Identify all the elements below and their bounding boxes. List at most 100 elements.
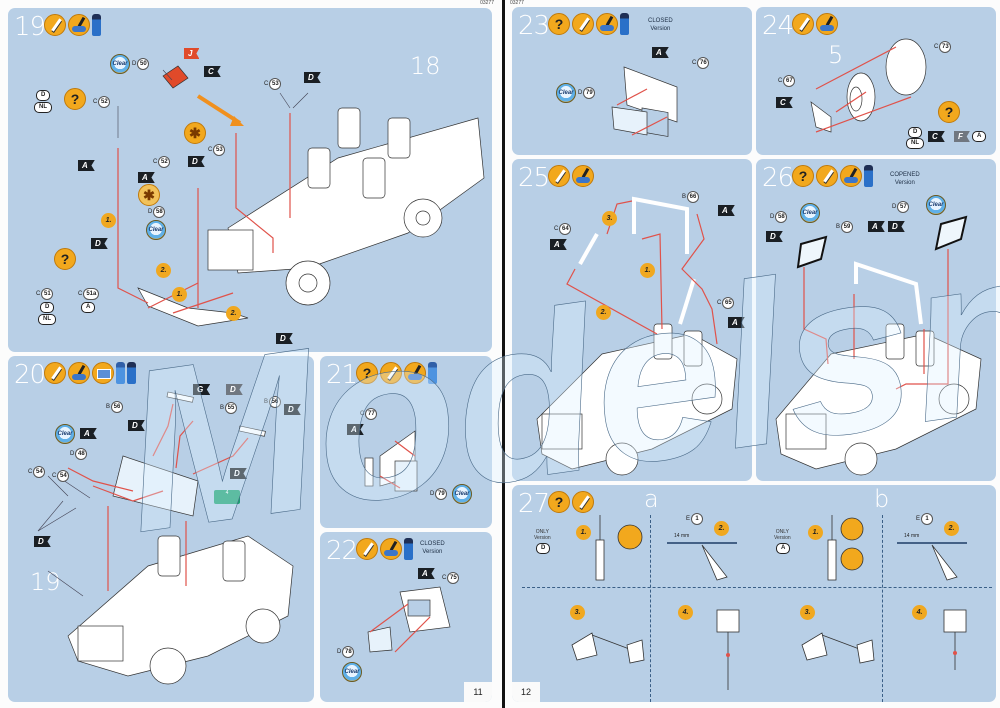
question-icon: ? bbox=[548, 491, 570, 513]
step-20-panel: 20 19 bbox=[8, 356, 314, 702]
step-number: 21 bbox=[326, 360, 358, 390]
glue-icon bbox=[596, 13, 618, 35]
wheel-illustration bbox=[810, 38, 927, 133]
sub-step-badge: 1. bbox=[101, 213, 116, 228]
seat bbox=[683, 330, 703, 367]
brush-icon bbox=[548, 165, 570, 187]
sub-step-badge: 2. bbox=[226, 306, 241, 321]
variant-badge: A bbox=[81, 302, 96, 313]
assembly-label: 18 bbox=[410, 52, 441, 80]
brush-icon bbox=[44, 14, 66, 36]
paint-icon bbox=[428, 362, 437, 384]
step-icons bbox=[792, 13, 838, 35]
length-label: 14 mm bbox=[674, 533, 690, 539]
step-icons bbox=[548, 165, 594, 187]
seat bbox=[337, 107, 361, 149]
step-icons: ? bbox=[548, 13, 629, 35]
sub-step-badge: 4. bbox=[912, 605, 927, 620]
wheel bbox=[149, 647, 187, 685]
clear-part-icon: Clear bbox=[452, 484, 472, 504]
detail-zoom-icon bbox=[840, 517, 864, 541]
variant-badge: A bbox=[972, 131, 987, 142]
glue-icon bbox=[68, 362, 90, 384]
decal-icon bbox=[92, 362, 114, 384]
version-label: CLOSED Version bbox=[648, 18, 673, 32]
glue-icon bbox=[816, 13, 838, 35]
brush-icon bbox=[356, 538, 378, 560]
clear-part-icon: Clear bbox=[146, 220, 166, 240]
page-number: 11 bbox=[464, 682, 492, 702]
frame-opening bbox=[407, 599, 431, 617]
grille bbox=[77, 625, 124, 662]
paint-icon bbox=[92, 14, 101, 36]
wheel-cover bbox=[885, 38, 927, 96]
sub-step-badge: 1. bbox=[640, 263, 655, 278]
brush-icon bbox=[380, 362, 402, 384]
sub-step-badge: 4. bbox=[678, 605, 693, 620]
assembly-illustration bbox=[117, 65, 485, 327]
clear-part-icon: Clear bbox=[55, 424, 75, 444]
side-window-right bbox=[934, 215, 968, 251]
cement-free-icon: ✱ bbox=[184, 122, 206, 144]
step-number: 23 bbox=[518, 11, 550, 41]
step-number: 22 bbox=[326, 536, 358, 566]
sub-step-badge: 2. bbox=[156, 263, 171, 278]
seat bbox=[653, 323, 673, 360]
color-flag: G bbox=[193, 384, 211, 395]
assembly-illustration bbox=[37, 391, 294, 685]
antenna-base bbox=[827, 539, 837, 581]
color-flag: D bbox=[128, 420, 145, 431]
step-number: 20 bbox=[14, 360, 46, 390]
step-icons: ? bbox=[356, 362, 437, 384]
antenna-illustration bbox=[571, 515, 967, 690]
version-label: CLOSED Version bbox=[420, 541, 445, 555]
clear-part-icon: Clear bbox=[110, 54, 130, 74]
detail-zoom-icon bbox=[840, 547, 864, 571]
seat bbox=[362, 157, 386, 199]
vehicle-body bbox=[227, 117, 485, 274]
divider bbox=[522, 587, 992, 588]
wheel bbox=[691, 383, 723, 415]
paint-icon bbox=[404, 538, 413, 560]
wheel bbox=[844, 442, 878, 476]
color-flag: D bbox=[34, 536, 51, 547]
assembly-label: 5 bbox=[828, 41, 844, 69]
paint-icon bbox=[620, 13, 629, 35]
question-icon: ? bbox=[548, 13, 570, 35]
document-code: 03277 bbox=[480, 0, 494, 6]
grille bbox=[541, 413, 583, 450]
color-flag: A bbox=[718, 205, 735, 216]
question-icon: ? bbox=[64, 88, 86, 110]
color-flag: A bbox=[728, 317, 745, 328]
brush-icon bbox=[44, 362, 66, 384]
length-label: 14 mm bbox=[904, 533, 920, 539]
color-flag: D bbox=[188, 156, 205, 167]
paint-icon bbox=[127, 362, 136, 384]
roll-bar bbox=[632, 196, 689, 254]
hand bbox=[626, 639, 645, 664]
step-number: 19 bbox=[14, 12, 46, 42]
glue-icon bbox=[404, 362, 426, 384]
question-icon: ? bbox=[54, 248, 76, 270]
divider bbox=[882, 515, 883, 702]
brush-icon bbox=[816, 165, 838, 187]
bracket bbox=[810, 101, 832, 133]
